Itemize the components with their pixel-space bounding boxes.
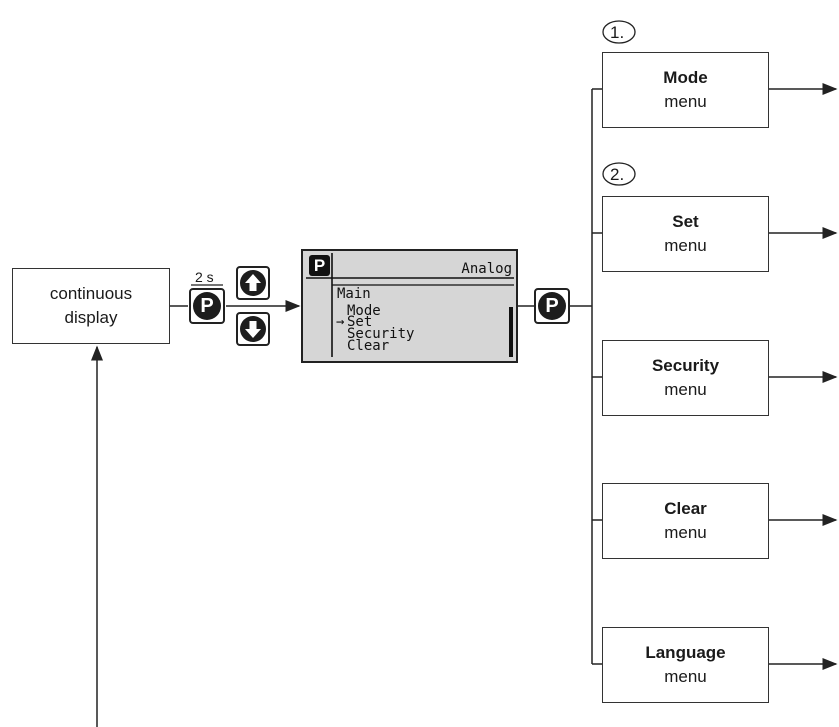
- language-menu-sub: menu: [664, 667, 707, 686]
- lcd-p-icon: P: [309, 255, 330, 276]
- up-arrow-icon: [240, 270, 266, 296]
- p-key-enter[interactable]: P: [534, 288, 570, 324]
- lcd-title: Main: [337, 286, 371, 302]
- language-menu-title: Language: [645, 643, 726, 662]
- p-key-enter-label: P: [538, 292, 566, 320]
- step-2-marker: 2.: [602, 162, 636, 186]
- language-menu-box: Language menu: [602, 627, 769, 703]
- set-menu-title: Set: [672, 212, 699, 231]
- lcd-display: P Analog Main Mode → Set Security Clear: [301, 249, 518, 363]
- hold-time-bracket: [191, 284, 223, 286]
- security-menu-sub: menu: [664, 380, 707, 399]
- step-2-label: 2.: [610, 165, 625, 184]
- lcd-selection-arrow: →: [336, 314, 345, 330]
- mode-menu-box: Mode menu: [602, 52, 769, 128]
- p-key-label: P: [193, 292, 221, 320]
- clear-menu-title: Clear: [664, 499, 707, 518]
- security-menu-box: Security menu: [602, 340, 769, 416]
- down-key[interactable]: [236, 312, 270, 346]
- lcd-item-clear: Clear: [347, 338, 390, 354]
- mode-menu-sub: menu: [664, 92, 707, 111]
- set-menu-sub: menu: [664, 236, 707, 255]
- lcd-header: Analog: [461, 261, 512, 277]
- lcd-item-security: Security: [347, 326, 415, 342]
- continuous-display-line1: continuous: [49, 284, 133, 303]
- clear-menu-box: Clear menu: [602, 483, 769, 559]
- security-menu-title: Security: [651, 356, 720, 375]
- lcd-item-set: Set: [347, 314, 373, 330]
- set-menu-box: Set menu: [602, 196, 769, 272]
- down-arrow-icon: [240, 316, 266, 342]
- continuous-display-line2: display: [64, 308, 118, 327]
- clear-menu-sub: menu: [664, 523, 707, 542]
- step-1-label: 1.: [610, 23, 625, 42]
- step-1-marker: 1.: [602, 20, 636, 44]
- hold-time-label: 2 s: [195, 269, 214, 285]
- lcd-frame-lines: [306, 253, 514, 357]
- lcd-item-mode: Mode: [347, 303, 381, 319]
- up-key[interactable]: [236, 266, 270, 300]
- continuous-display-box: continuous display: [12, 268, 170, 344]
- p-key-hold[interactable]: P: [189, 288, 225, 324]
- mode-menu-title: Mode: [663, 68, 708, 87]
